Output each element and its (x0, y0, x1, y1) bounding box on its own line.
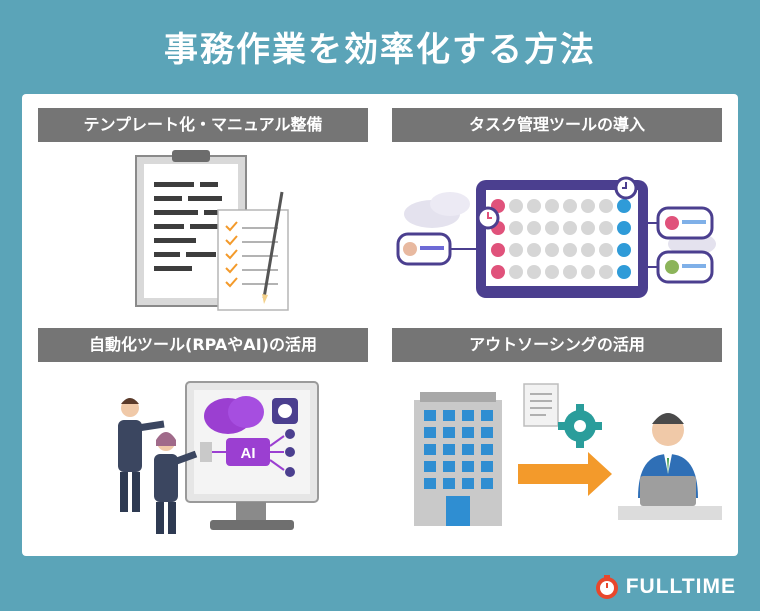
section-automation: 自動化ツール(RPAやAI)の活用 AI (38, 328, 368, 538)
section-templates: テンプレート化・マニュアル整備 (38, 108, 368, 318)
calendar-dot (581, 265, 595, 279)
window (481, 427, 493, 438)
window (443, 478, 455, 489)
section-title: テンプレート化・マニュアル整備 (38, 108, 368, 142)
calendar-dot (545, 221, 559, 235)
content-panel: テンプレート化・マニュアル整備 (22, 94, 738, 556)
window (481, 444, 493, 455)
page-title: 事務作業を効率化する方法 (164, 30, 596, 70)
window (481, 461, 493, 472)
calendar-dot (509, 243, 523, 257)
calendar-dot (599, 199, 613, 213)
window (424, 427, 436, 438)
ai-badge: AI (241, 445, 256, 462)
calendar-dot (545, 243, 559, 257)
window (443, 427, 455, 438)
calendar-dot (527, 221, 541, 235)
calendar-dot (617, 243, 631, 257)
section-title: アウトソーシングの活用 (392, 328, 722, 362)
avatar (665, 216, 679, 230)
section-title: タスク管理ツールの導入 (392, 108, 722, 142)
calendar-dot (563, 265, 577, 279)
window (462, 461, 474, 472)
window (443, 461, 455, 472)
calendar-dot (545, 265, 559, 279)
window (424, 478, 436, 489)
calendar-dot (581, 243, 595, 257)
calendar-dot (509, 221, 523, 235)
window (424, 444, 436, 455)
window (424, 410, 436, 421)
section-task-tool: タスク管理ツールの導入 (392, 108, 722, 318)
ai-automation-illustration: AI (118, 381, 319, 534)
calendar-dot (563, 243, 577, 257)
calendar-dot (617, 265, 631, 279)
document-icon (523, 383, 559, 427)
window (462, 410, 474, 421)
calendar-dot (599, 265, 613, 279)
calendar-dot (527, 265, 541, 279)
window (462, 444, 474, 455)
section-outsourcing: アウトソーシングの活用 (392, 328, 722, 538)
avatar (403, 242, 417, 256)
calendar-dot (545, 199, 559, 213)
calendar-dot (617, 221, 631, 235)
window (462, 427, 474, 438)
window (481, 410, 493, 421)
gear-icon (558, 404, 602, 448)
calendar-dot (599, 221, 613, 235)
clipboard-checklist-illustration (135, 150, 289, 311)
window (424, 461, 436, 472)
calendar-dot (491, 243, 505, 257)
window (462, 478, 474, 489)
window (443, 444, 455, 455)
calendar-dot (599, 243, 613, 257)
window (443, 410, 455, 421)
laptop-icon (640, 476, 696, 506)
calendar-dot (491, 265, 505, 279)
section-title: 自動化ツール(RPAやAI)の活用 (38, 328, 368, 362)
task-dashboard-illustration (396, 176, 716, 298)
calendar-dot (563, 221, 577, 235)
businesswoman-figure (154, 432, 198, 534)
brand-logo: FULLTIME (594, 574, 736, 600)
stopwatch-icon (595, 575, 618, 599)
avatar (665, 260, 679, 274)
calendar-dot (527, 199, 541, 213)
calendar-dot (617, 199, 631, 213)
calendar-dot (509, 199, 523, 213)
outsourcing-illustration (414, 383, 722, 526)
businessman-figure (118, 398, 165, 512)
calendar-dot (509, 265, 523, 279)
calendar-dot (581, 221, 595, 235)
window (481, 478, 493, 489)
calendar-dot (563, 199, 577, 213)
calendar-dot (527, 243, 541, 257)
calendar-dot (581, 199, 595, 213)
brand-name: FULLTIME (625, 575, 736, 598)
arrow-right-icon (518, 452, 612, 496)
